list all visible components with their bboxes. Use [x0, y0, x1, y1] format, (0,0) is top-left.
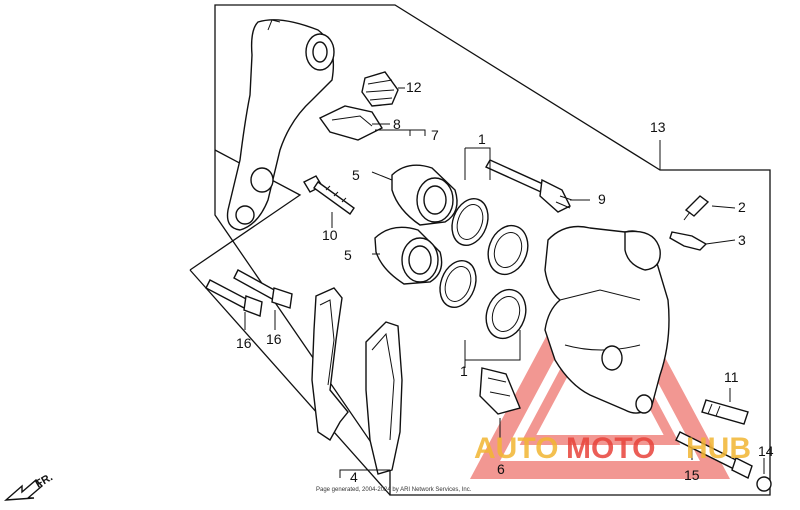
caliper-body [544, 225, 670, 414]
watermark-auto: AUTO [474, 432, 558, 465]
footer-copyright: Page generated, 2004-2024 by ARI Network… [316, 487, 472, 493]
callout-5-lower: 5 [344, 247, 352, 263]
bolt-16-left [205, 279, 263, 317]
direction-label: FR. [34, 471, 55, 490]
pin-bolt-9 [485, 159, 573, 213]
callout-14: 14 [758, 443, 774, 459]
callout-9: 9 [598, 191, 606, 207]
callout-16-left: 16 [236, 335, 252, 351]
slide-pin-11 [701, 399, 749, 425]
watermark-moto: MOTO [566, 432, 655, 465]
boot-12 [361, 71, 399, 107]
callout-12: 12 [406, 79, 422, 95]
callout-1-lower: 1 [460, 363, 468, 379]
bleeder-cap-3 [669, 231, 708, 251]
assembly-frame-lower [189, 269, 391, 496]
watermark-text: AUTO MOTO HUB [474, 432, 751, 465]
bolt-16-right [233, 269, 293, 309]
pad-spring-8 [318, 105, 384, 141]
callout-7: 7 [431, 127, 439, 143]
brake-pad-4-right [365, 321, 403, 475]
pad-retainer-6 [479, 367, 521, 415]
callout-8: 8 [393, 116, 401, 132]
callout-1-upper: 1 [478, 131, 486, 147]
caliper-bracket [226, 19, 335, 231]
callout-10: 10 [322, 227, 338, 243]
piston-5-lower [374, 226, 443, 285]
callout-13: 13 [650, 119, 666, 135]
callout-2: 2 [738, 199, 746, 215]
callout-6: 6 [497, 461, 505, 477]
pin-bolt-10 [303, 175, 355, 215]
leader-lines [244, 87, 765, 478]
callout-5-upper: 5 [352, 167, 360, 183]
bleeder-valve-2 [683, 195, 710, 221]
brake-pad-4-left [311, 287, 349, 442]
front-direction-arrow: FR. [3, 471, 55, 501]
callout-4: 4 [350, 469, 358, 485]
callout-11: 11 [724, 369, 739, 385]
seal-set-1 [439, 198, 529, 340]
piston-5-upper [391, 164, 458, 226]
pin-15 [675, 431, 753, 479]
callout-15: 15 [684, 467, 700, 483]
callout-16-right: 16 [266, 331, 282, 347]
plug-14 [756, 476, 772, 492]
callout-3: 3 [738, 232, 746, 248]
watermark-hub: HUB [686, 432, 751, 465]
